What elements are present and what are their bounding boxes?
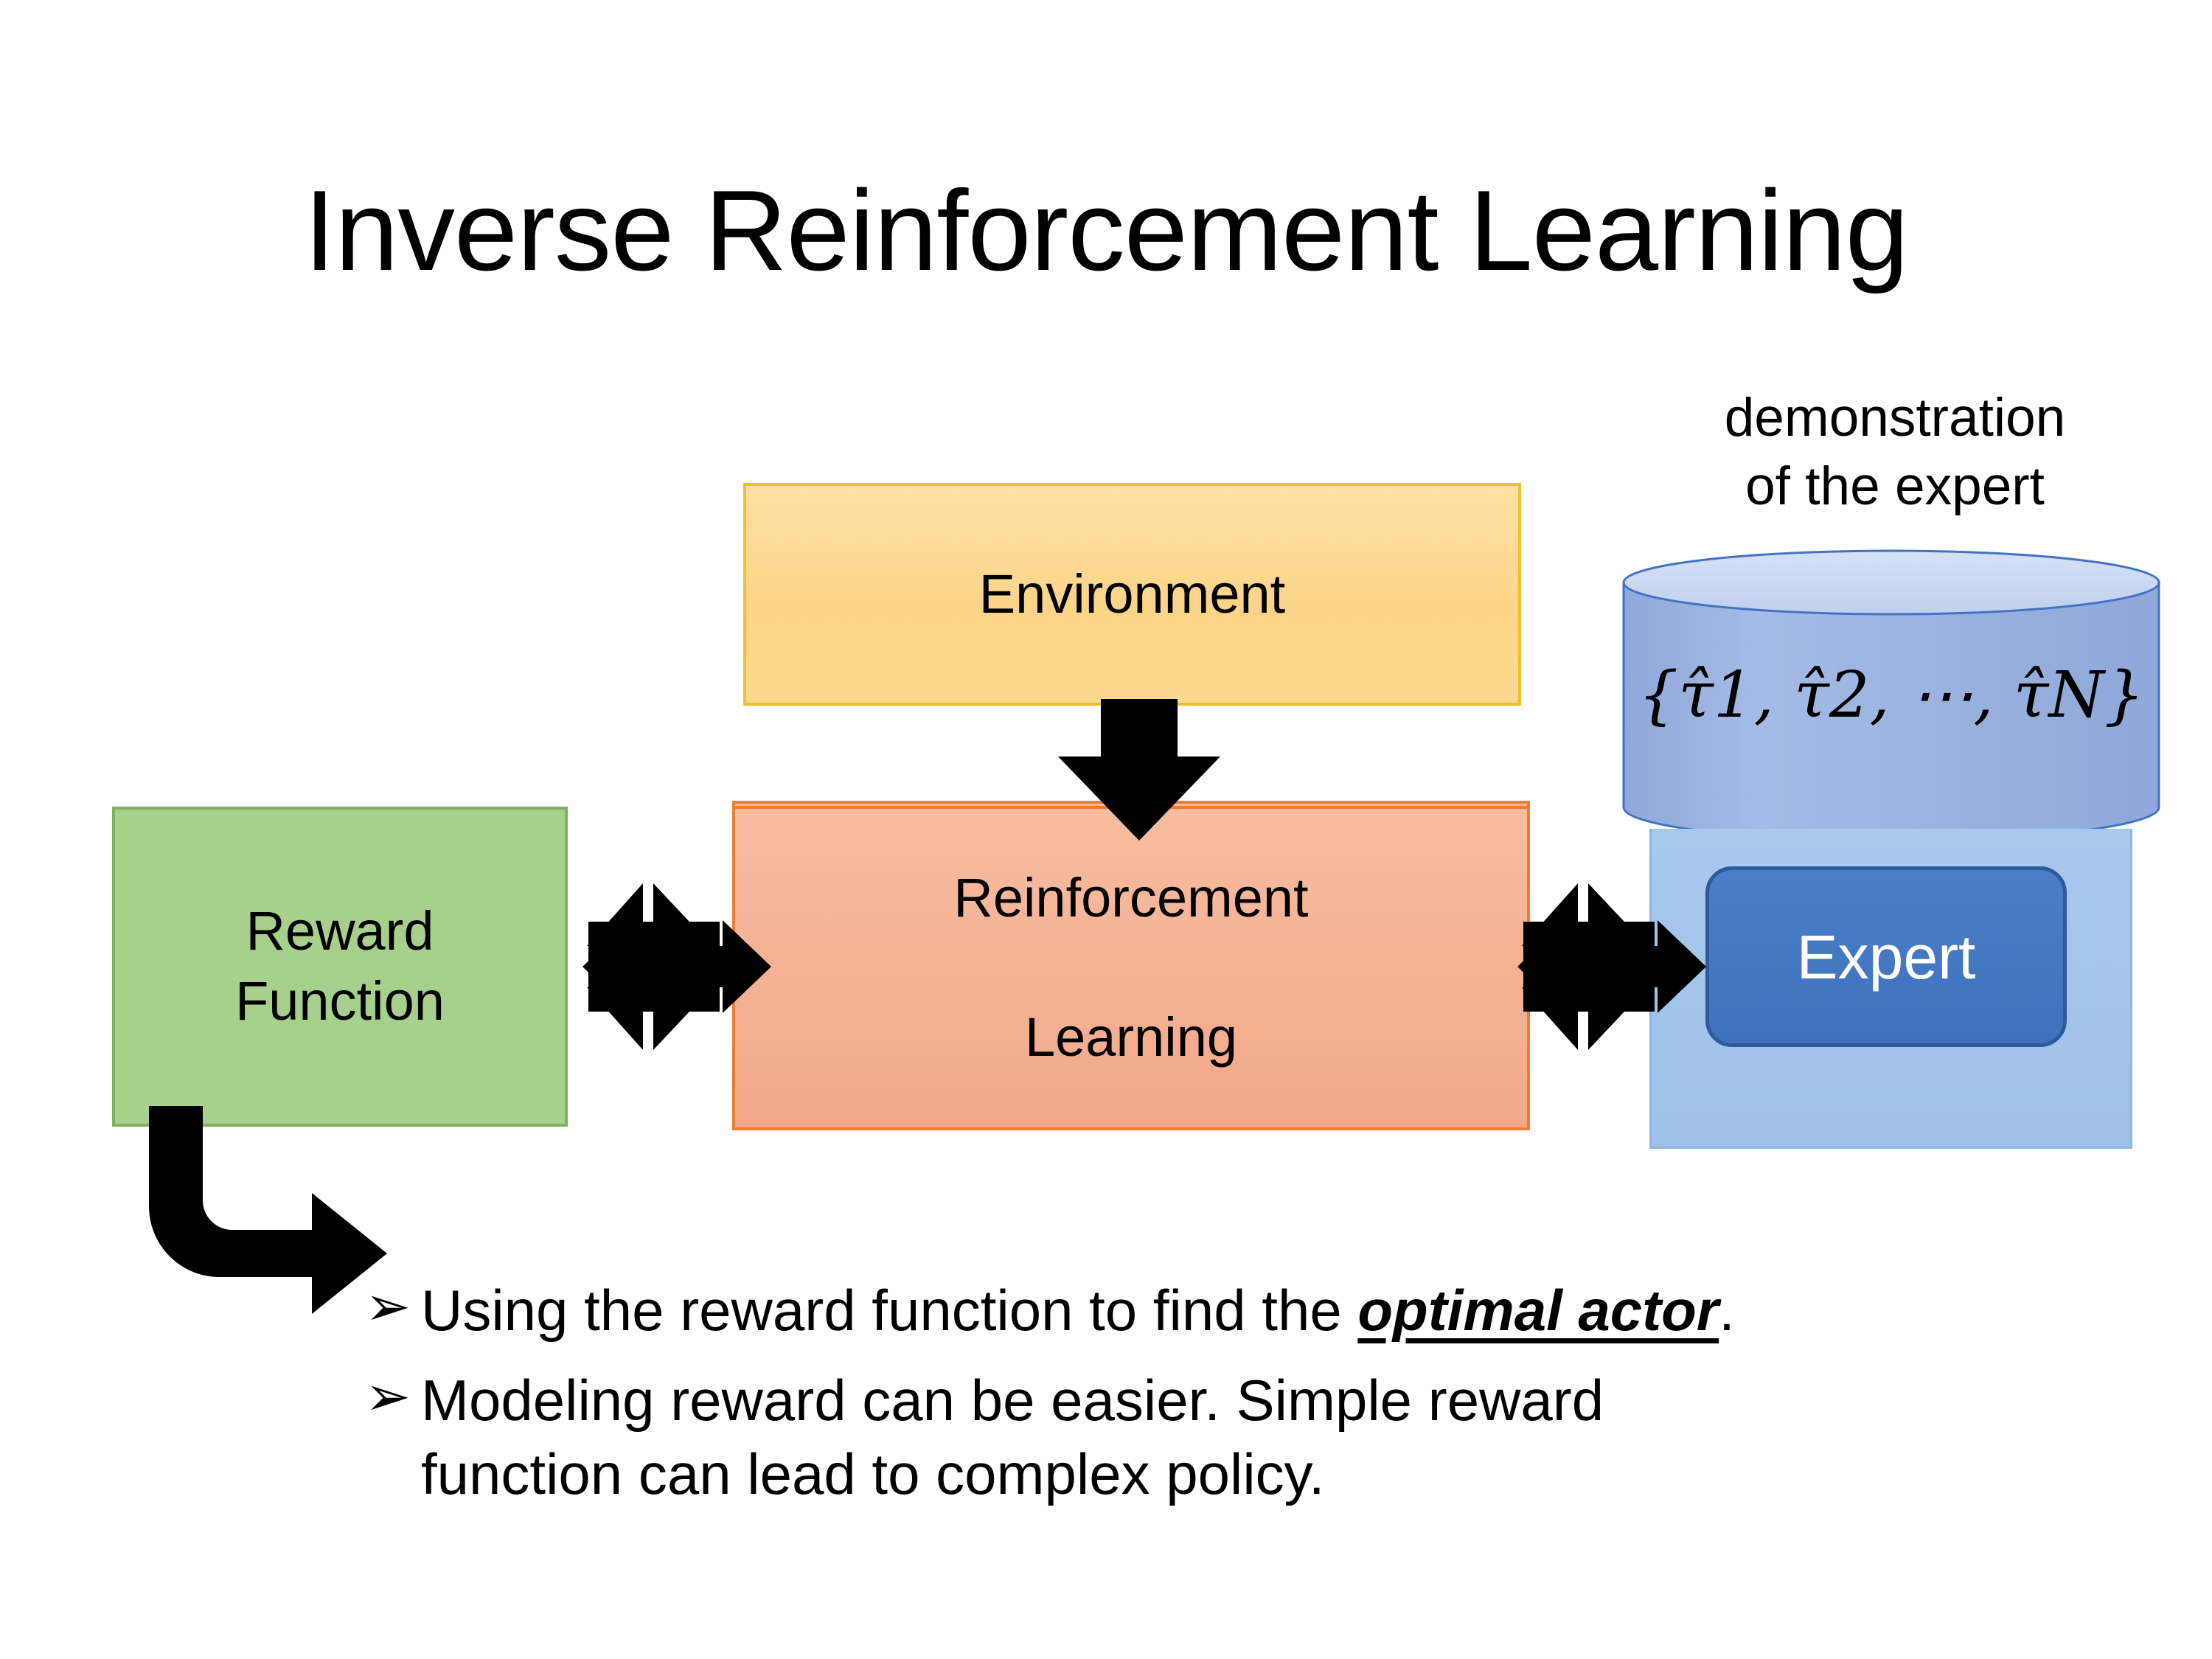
environment-label: Environment	[978, 563, 1286, 625]
four-way-arrow-icon-right	[1517, 870, 1706, 1063]
down-arrow-icon	[1051, 699, 1235, 843]
bullet-arrow-icon: ➢	[365, 1276, 411, 1337]
bullet-arrow-icon: ➢	[365, 1365, 411, 1427]
expert-box[interactable]: Expert	[1705, 866, 2067, 1047]
list-item: ➢ Modeling reward can be easier. Simple …	[365, 1364, 2135, 1512]
bent-arrow-icon	[133, 1106, 420, 1386]
reward-function-box[interactable]: Reward Function	[112, 807, 568, 1127]
bullet-text-after: .	[1719, 1278, 1735, 1343]
reward-function-label: Reward Function	[235, 900, 445, 1032]
demonstration-caption: demonstration of the expert	[1724, 388, 2066, 517]
four-way-arrow-icon-left	[582, 870, 771, 1063]
expert-label: Expert	[1796, 922, 1976, 992]
bullet-text-before: Using the reward function to find the	[421, 1278, 1358, 1343]
bullet-text: Modeling reward can be easier. Simple re…	[421, 1367, 1604, 1506]
list-item: ➢ Using the reward function to find the …	[365, 1274, 2135, 1348]
bullet-emphasis: optimal actor	[1357, 1278, 1719, 1343]
trajectory-set-formula: {τ̂1, τ̂2, ⋯, τ̂N}	[1638, 658, 2145, 732]
bullet-text: Using the reward function to find the op…	[421, 1274, 1735, 1348]
bullet-list: ➢ Using the reward function to find the …	[365, 1274, 2135, 1527]
environment-box[interactable]: Environment	[743, 483, 1521, 706]
reinforcement-learning-box[interactable]: Reinforcement Learning	[732, 806, 1530, 1130]
trajectory-cylinder	[1622, 549, 2160, 841]
page-title: Inverse Reinforcement Learning	[304, 167, 1909, 294]
reinforcement-learning-label: Reinforcement Learning	[953, 866, 1309, 1068]
